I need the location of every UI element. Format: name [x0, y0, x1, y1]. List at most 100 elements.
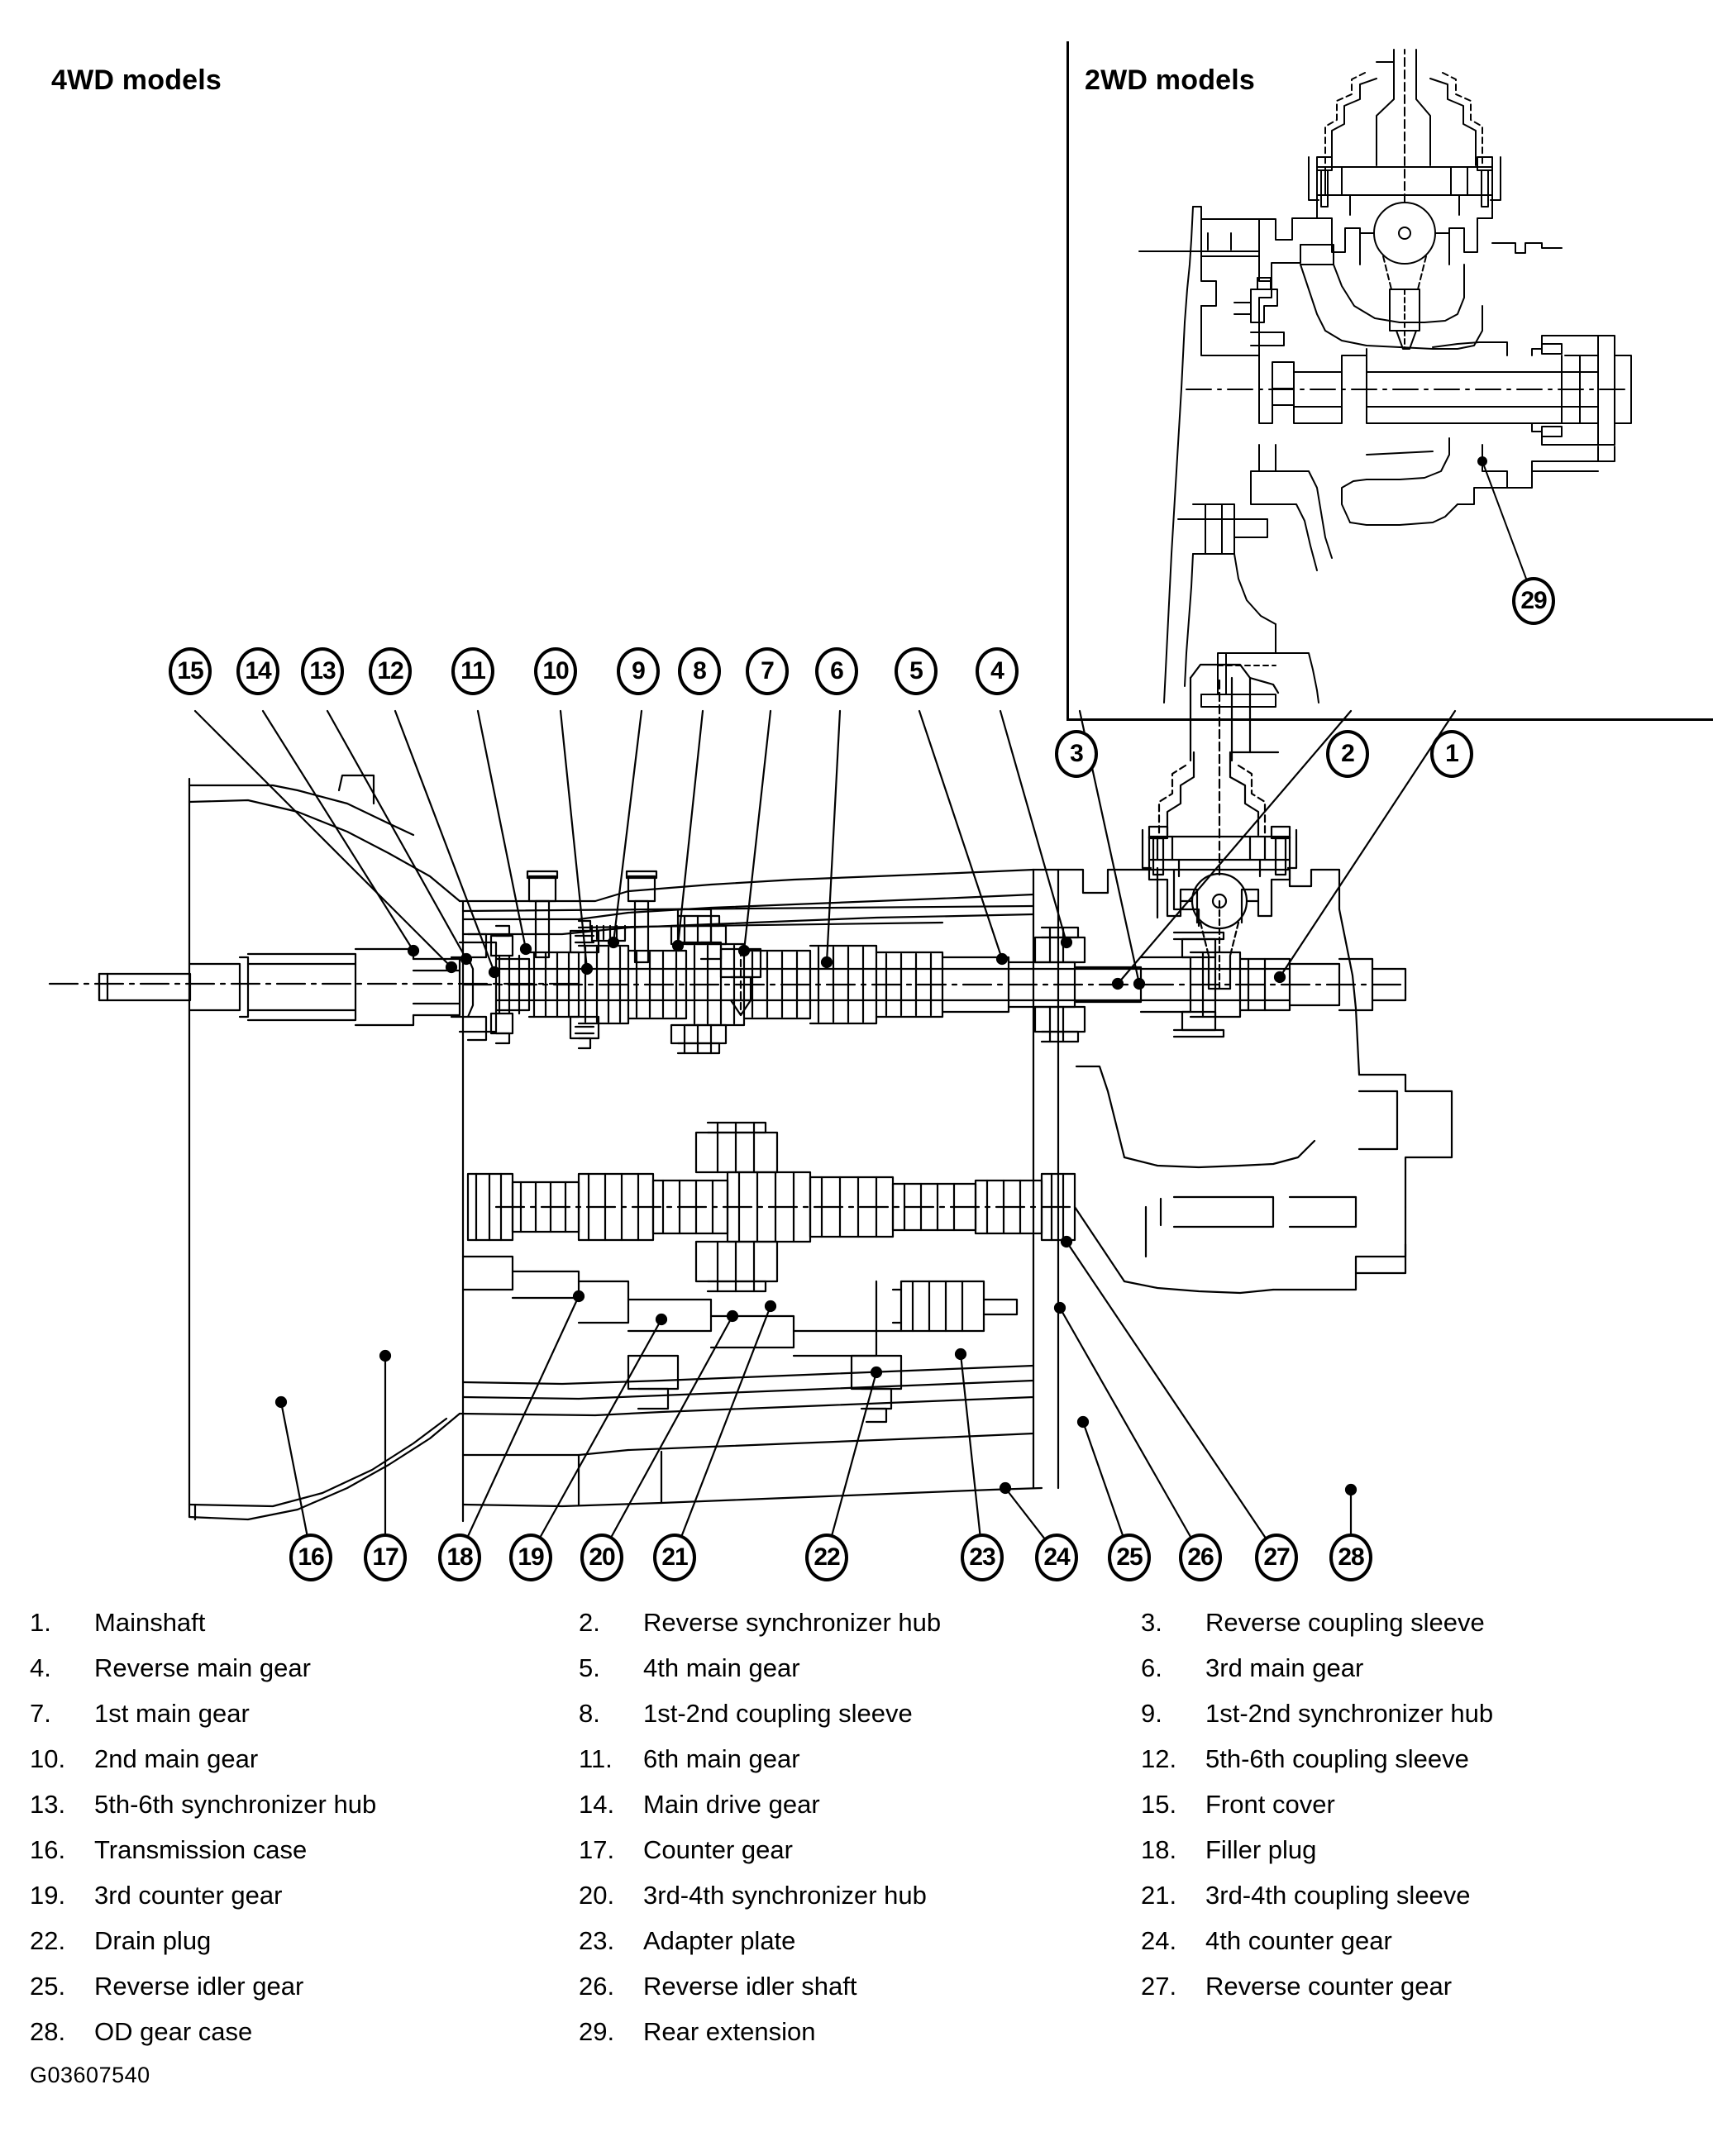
- legend-number: 29.: [579, 2017, 615, 2046]
- legend-item-10: 10. 2nd main gear: [0, 1744, 570, 1774]
- callout-27[interactable]: 27: [1255, 1534, 1298, 1581]
- legend-item-20: 20.3rd-4th synchronizer hub: [570, 1881, 1133, 1910]
- figure-reference-code: G03607540: [30, 2063, 150, 2087]
- legend-number: 17.: [579, 1835, 615, 1864]
- legend-label: Mainshaft: [94, 1608, 206, 1637]
- legend-number: 15.: [1141, 1790, 1177, 1819]
- callout-24[interactable]: 24: [1035, 1534, 1078, 1581]
- callout-9[interactable]: 9: [617, 647, 660, 695]
- callout-14[interactable]: 14: [236, 647, 279, 695]
- legend-label: OD gear case: [94, 2017, 253, 2046]
- inset-2wd-models: 29: [1066, 41, 1713, 721]
- legend-row: 1. Mainshaft 2. Reverse synchronizer hub 3…: [0, 1608, 1713, 1653]
- legend-item-22: 22.Drain plug: [0, 1926, 570, 1956]
- legend-label: 2nd main gear: [94, 1744, 259, 1773]
- legend-item-21: 21.3rd-4th coupling sleeve: [1133, 1881, 1711, 1910]
- legend-row: 25. Reverse idler gear 26.Reverse idler s…: [0, 1972, 1713, 2017]
- callout-5[interactable]: 5: [895, 647, 938, 695]
- legend-item-6: 6. 3rd main gear: [1133, 1653, 1711, 1683]
- legend-number: 16.: [30, 1835, 66, 1864]
- callout-18[interactable]: 18: [438, 1534, 481, 1581]
- legend-item-8: 8. 1st-2nd coupling sleeve: [570, 1699, 1133, 1729]
- legend-number: 12.: [1141, 1744, 1177, 1773]
- callout-10[interactable]: 10: [534, 647, 577, 695]
- callout-3[interactable]: 3: [1055, 730, 1098, 778]
- callout-8[interactable]: 8: [678, 647, 721, 695]
- callout-19[interactable]: 19: [509, 1534, 552, 1581]
- legend-item-14: 14.Main drive gear: [570, 1790, 1133, 1820]
- callout-25[interactable]: 25: [1108, 1534, 1151, 1581]
- legend-item-26: 26.Reverse idler shaft: [570, 1972, 1133, 2001]
- callout-29[interactable]: 29: [1512, 577, 1555, 625]
- legend-item-18: 18. Filler plug: [1133, 1835, 1711, 1865]
- legend-label: Reverse coupling sleeve: [1205, 1608, 1485, 1637]
- parts-legend: 1. Mainshaft 2. Reverse synchronizer hub 3…: [0, 1608, 1713, 2063]
- legend-label: Reverse idler shaft: [643, 1972, 857, 2001]
- legend-label: Reverse synchronizer hub: [643, 1608, 942, 1637]
- legend-number: 25.: [30, 1972, 66, 2001]
- callout-4[interactable]: 4: [976, 647, 1019, 695]
- legend-label: 6th main gear: [643, 1744, 800, 1773]
- legend-number: 10.: [30, 1744, 66, 1773]
- legend-row: 19.3rd counter gear 20.3rd-4th synchroni…: [0, 1881, 1713, 1926]
- callout-15[interactable]: 15: [169, 647, 212, 695]
- callout-28[interactable]: 28: [1329, 1534, 1372, 1581]
- callout-16[interactable]: 16: [289, 1534, 332, 1581]
- callout-11[interactable]: 11: [451, 647, 494, 695]
- transmission-4wd-svg: [48, 663, 1457, 1556]
- legend-row: 4.Reverse main gear 5.4th main gear 6.3r…: [0, 1653, 1713, 1699]
- callout-12[interactable]: 12: [369, 647, 412, 695]
- legend-label: 3rd-4th coupling sleeve: [1205, 1881, 1471, 1910]
- callout-22[interactable]: 22: [805, 1534, 848, 1581]
- legend-number: 3.: [1141, 1608, 1162, 1637]
- transmission-2wd-cross-section: [1138, 49, 1632, 708]
- legend-item-24: 24.4th counter gear: [1133, 1926, 1711, 1956]
- legend-number: 28.: [30, 2017, 66, 2046]
- legend-label: 3rd main gear: [1205, 1653, 1364, 1682]
- legend-number: 27.: [1141, 1972, 1177, 2001]
- legend-label: 1st-2nd synchronizer hub: [1205, 1699, 1494, 1728]
- legend-item-17: 17.Counter gear: [570, 1835, 1133, 1865]
- legend-row: 22.Drain plug 23.Adapter plate 24.4th co…: [0, 1926, 1713, 1972]
- legend-number: 1.: [30, 1608, 51, 1637]
- legend-number: 22.: [30, 1926, 66, 1955]
- callout-26[interactable]: 26: [1179, 1534, 1222, 1581]
- legend-item-9: 9. 1st-2nd synchronizer hub: [1133, 1699, 1711, 1729]
- legend-item-19: 19.3rd counter gear: [0, 1881, 570, 1910]
- legend-label: Reverse main gear: [94, 1653, 311, 1682]
- legend-number: 6.: [1141, 1653, 1162, 1682]
- callout-2[interactable]: 2: [1326, 730, 1369, 778]
- legend-label: Filler plug: [1205, 1835, 1317, 1864]
- callout-7[interactable]: 7: [746, 647, 789, 695]
- legend-number: 7.: [30, 1699, 51, 1728]
- legend-label: 3rd counter gear: [94, 1881, 283, 1910]
- heading-4wd-models: 4WD models: [51, 64, 222, 96]
- legend-label: Adapter plate: [643, 1926, 796, 1955]
- callout-13[interactable]: 13: [301, 647, 344, 695]
- legend-item-13: 13.5th-6th synchronizer hub: [0, 1790, 570, 1820]
- legend-label: Reverse idler gear: [94, 1972, 304, 2001]
- legend-label: 1st-2nd coupling sleeve: [643, 1699, 913, 1728]
- legend-number: 5.: [579, 1653, 600, 1682]
- legend-label: Main drive gear: [643, 1790, 820, 1819]
- legend-number: 11.: [579, 1744, 613, 1773]
- heading-2wd-models: 2WD models: [1085, 64, 1256, 96]
- legend-item-25: 25. Reverse idler gear: [0, 1972, 570, 2001]
- legend-number: 8.: [579, 1699, 600, 1728]
- callout-23[interactable]: 23: [961, 1534, 1004, 1581]
- legend-item-27: 27.Reverse counter gear: [1133, 1972, 1711, 2001]
- legend-number: 9.: [1141, 1699, 1162, 1728]
- legend-row: 16.Transmission case 17.Counter gear 18.…: [0, 1835, 1713, 1881]
- callout-6[interactable]: 6: [815, 647, 858, 695]
- legend-label: 4th main gear: [643, 1653, 800, 1682]
- legend-label: Rear extension: [643, 2017, 816, 2046]
- legend-item-16: 16.Transmission case: [0, 1835, 570, 1865]
- callout-21[interactable]: 21: [653, 1534, 696, 1581]
- legend-label: 5th-6th coupling sleeve: [1205, 1744, 1469, 1773]
- legend-number: 2.: [579, 1608, 600, 1637]
- legend-item-12: 12. 5th-6th coupling sleeve: [1133, 1744, 1711, 1774]
- callout-1[interactable]: 1: [1430, 730, 1473, 778]
- callout-17[interactable]: 17: [364, 1534, 407, 1581]
- legend-number: 18.: [1141, 1835, 1177, 1864]
- callout-20[interactable]: 20: [580, 1534, 623, 1581]
